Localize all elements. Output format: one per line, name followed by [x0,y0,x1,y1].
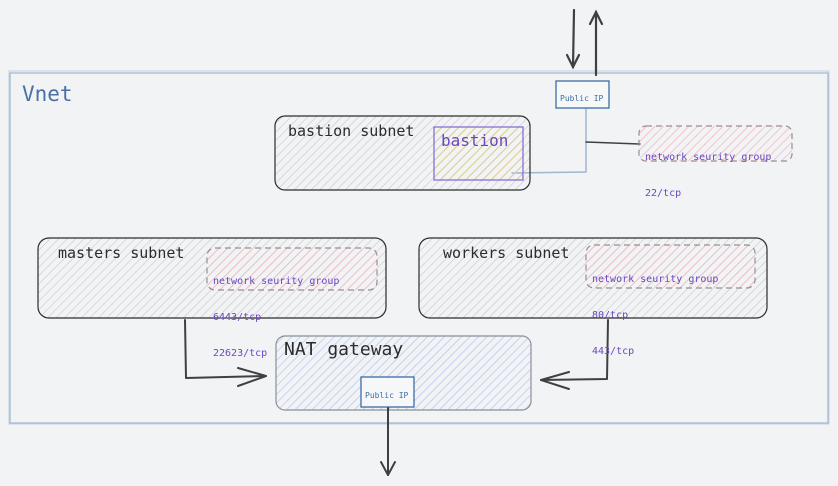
nsg-workers-title: network seurity group [592,274,719,285]
public-ip-nat-label: Public IP [365,391,409,400]
nsg-workers: network seurity group 80/tcp 443/tcp [592,250,718,370]
nsg-masters-title: network seurity group [213,276,340,287]
vnet-boundary [8,70,830,425]
bastion-connector [511,108,641,174]
masters-subnet-label: masters subnet [58,244,185,262]
nsg-workers-port: 443/tcp [592,346,635,357]
nsg-workers-box [585,244,756,289]
nsg-masters-port: 22623/tcp [213,348,268,359]
bastion-subnet-label: bastion subnet [288,122,415,140]
nsg-masters-port: 6443/tcp [213,312,262,323]
nat-gateway-box [275,335,532,411]
public-ip-top-box [555,80,610,109]
nsg-bastion-title: network seurity group [645,152,772,163]
nsg-bastion: network seurity group 22/tcp [645,128,771,212]
bastion-host-box [433,126,524,181]
public-ip-top-label: Public IP [560,94,604,103]
nsg-masters-box [206,247,378,291]
bastion-host-label: bastion [441,131,509,150]
nsg-masters: network seurity group 6443/tcp 22623/tcp [213,252,339,372]
workers-subnet-label: workers subnet [443,244,570,262]
masters-to-nat-arrow [184,319,267,387]
nsg-bastion-port: 22/tcp [645,188,682,199]
nat-gateway-label: NAT gateway [284,339,404,360]
public-ip-nat-box [360,376,415,408]
workers-to-nat-arrow [540,319,609,390]
nat-to-internet-arrow [380,407,396,476]
vnet-label: Vnet [22,82,73,106]
nsg-workers-port: 80/tcp [592,310,629,321]
nsg-bastion-box [638,125,793,162]
internet-arrows [565,8,604,77]
